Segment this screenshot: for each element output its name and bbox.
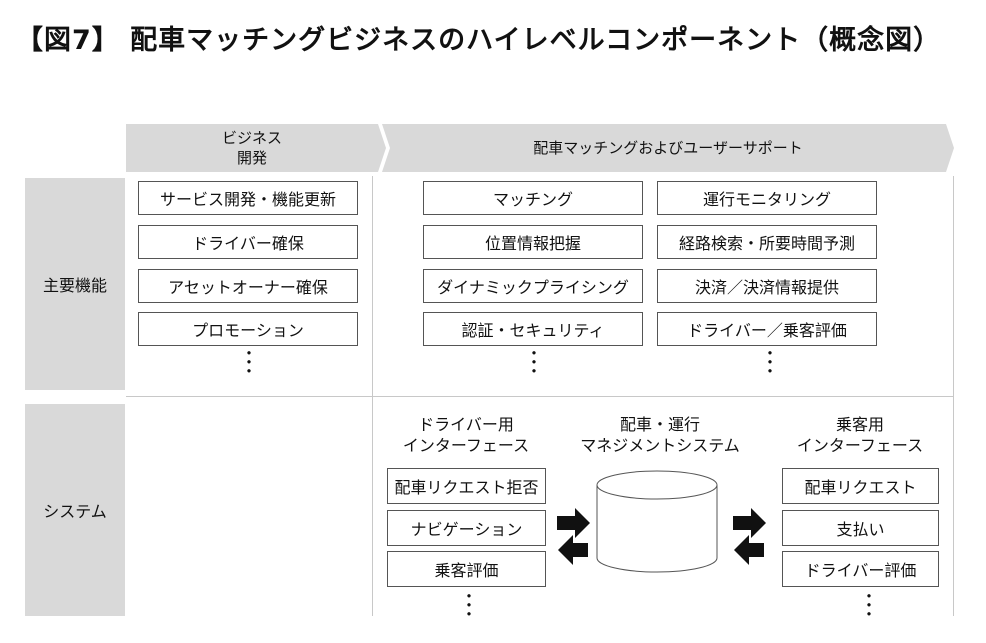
driver-item-rate-passenger: 乗客評価 — [387, 551, 546, 587]
dispatch-header-shape — [382, 124, 954, 172]
biz-item-promotion: プロモーション — [138, 312, 358, 346]
passenger-item-request: 配車リクエスト — [782, 468, 939, 504]
passenger-interface-title: 乗客用 インターフェース — [796, 415, 924, 455]
exchange-arrows-right-icon — [733, 508, 766, 565]
management-system-title: 配車・運行 マネジメントシステム — [580, 415, 740, 455]
business-dev-header: ビジネス 開発 — [221, 129, 282, 167]
driver-interface-title: ドライバー用 インターフェース — [402, 415, 530, 455]
dispatch-item-rating: ドライバー／乗客評価 — [657, 312, 877, 346]
biz-item-asset-owner: アセットオーナー確保 — [138, 269, 358, 303]
biz-item-service-dev: サービス開発・機能更新 — [138, 181, 358, 215]
biz-item-driver-acquisition: ドライバー確保 — [138, 225, 358, 259]
dispatch-item-auth-security: 認証・セキュリティ — [423, 312, 643, 346]
dispatch-item-payment: 決済／決済情報提供 — [657, 269, 877, 303]
page-title: 【図7】 配車マッチングビジネスのハイレベルコンポーネント（概念図） — [16, 25, 942, 56]
right-border — [953, 176, 954, 616]
row-label-main-functions: 主要機能 — [25, 178, 125, 390]
dispatch-item-matching: マッチング — [423, 181, 643, 215]
business-dev-header-shape — [126, 124, 386, 172]
driver-item-navigation: ナビゲーション — [387, 510, 546, 546]
passenger-item-rate-driver: ドライバー評価 — [782, 551, 939, 587]
row-divider — [126, 396, 953, 397]
dispatch-item-route-search: 経路検索・所要時間予測 — [657, 225, 877, 259]
header-chevrons — [126, 124, 954, 172]
column-divider — [372, 176, 373, 616]
exchange-arrows-left-icon — [557, 508, 590, 565]
dispatch-item-monitoring: 運行モニタリング — [657, 181, 877, 215]
dispatch-support-header: 配車マッチングおよびユーザーサポート — [533, 139, 803, 157]
dispatch-item-location: 位置情報把握 — [423, 225, 643, 259]
dispatch-item-dynamic-pricing: ダイナミックプライシング — [423, 269, 643, 303]
passenger-item-payment: 支払い — [782, 510, 939, 546]
driver-item-reject-request: 配車リクエスト拒否 — [387, 468, 546, 504]
database-cylinder-icon — [596, 470, 718, 573]
row-label-system: システム — [25, 404, 125, 616]
